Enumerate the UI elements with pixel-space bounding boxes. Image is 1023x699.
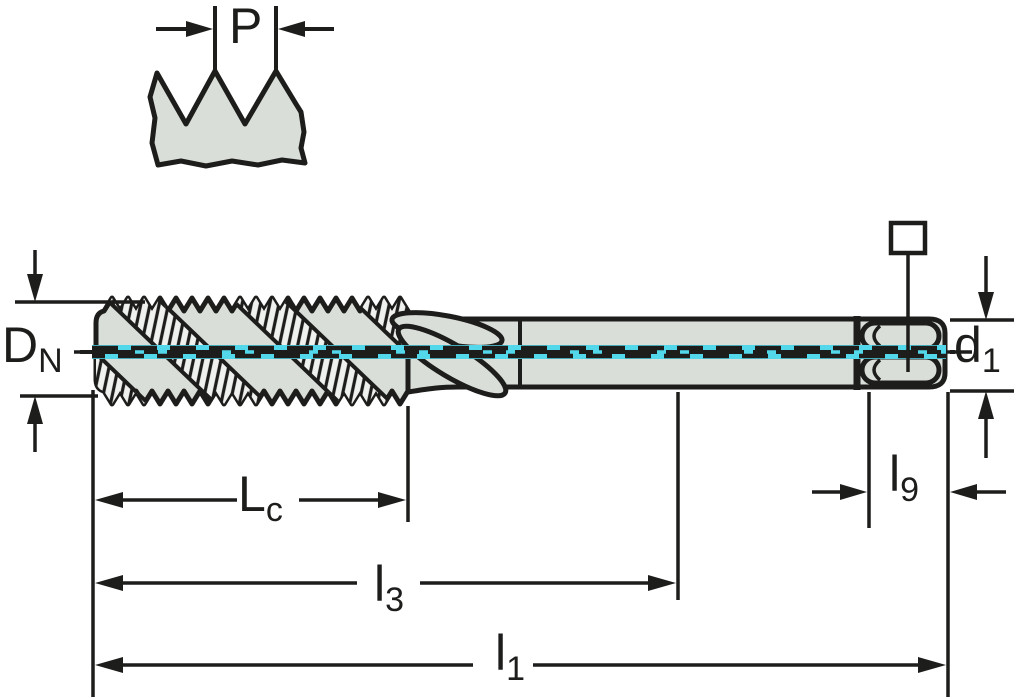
arrowhead-right — [186, 21, 213, 37]
label-lc-main: L — [238, 466, 266, 522]
pitch-dimension — [156, 6, 334, 70]
label-l1-main: l — [495, 625, 507, 681]
dimension-l9 — [812, 484, 1006, 500]
label-pitch-main: P — [229, 0, 263, 54]
square-drive-callout — [888, 220, 928, 372]
label-l9-main: l — [889, 446, 901, 502]
label-l1-sub: 1 — [506, 650, 526, 688]
label-nominal-diameter: DN — [2, 320, 63, 378]
thread-profile-detail — [147, 68, 308, 169]
arrowhead-left — [278, 21, 305, 37]
label-dn-sub: N — [38, 342, 63, 380]
label-pitch: P — [229, 1, 262, 59]
label-l3: l3 — [374, 559, 404, 617]
label-shank-diameter: d1 — [954, 320, 1001, 378]
flute-band — [342, 298, 408, 404]
label-thread-length: Lc — [238, 469, 283, 527]
thread-profile-shape — [147, 68, 308, 169]
dimension-d1 — [947, 256, 1014, 458]
label-d1-main: d — [954, 317, 982, 373]
label-dn-main: D — [2, 317, 39, 373]
label-overall-length: l1 — [495, 628, 525, 686]
dimension-lc — [95, 492, 406, 508]
label-square-length: l9 — [889, 449, 919, 507]
label-l3-sub: 3 — [385, 581, 405, 619]
label-lc-sub: c — [265, 491, 283, 529]
dimension-dn — [15, 250, 145, 452]
flute-band — [96, 298, 158, 404]
dimension-l1 — [95, 657, 946, 673]
coolant-centerline — [80, 345, 955, 359]
label-l9-sub: 9 — [900, 471, 920, 509]
dimension-l3 — [95, 575, 676, 591]
label-l3-main: l — [374, 556, 386, 612]
square-drive-icon — [888, 220, 928, 256]
extension-lines — [91, 390, 950, 697]
label-d1-sub: 1 — [981, 342, 1001, 380]
